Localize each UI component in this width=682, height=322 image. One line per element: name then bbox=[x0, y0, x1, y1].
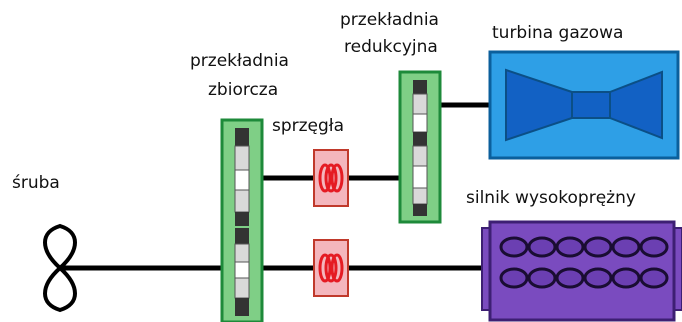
cylinders bbox=[499, 236, 669, 289]
clutch-upper-icon bbox=[313, 149, 349, 207]
combining-gear-upper bbox=[234, 128, 250, 226]
gas-turbine-icon bbox=[488, 50, 680, 160]
clutch-lower-icon bbox=[313, 239, 349, 297]
combining-gear-lower bbox=[234, 228, 250, 316]
diesel-engine-icon bbox=[481, 220, 682, 322]
propeller-label: śruba bbox=[12, 173, 60, 193]
clutches-label: sprzęgła bbox=[272, 116, 344, 136]
diesel-engine-label: silnik wysokoprężny bbox=[466, 188, 636, 208]
combining-gearbox-label-line2: zbiorcza bbox=[208, 80, 278, 100]
reduction-gearbox-label-line2: redukcyjna bbox=[344, 37, 438, 57]
reduction-gearbox bbox=[398, 70, 442, 224]
combining-gearbox bbox=[220, 118, 264, 322]
gas-turbine-label: turbina gazowa bbox=[492, 23, 623, 43]
reduction-gearbox-label-line1: przekładnia bbox=[340, 10, 439, 30]
combining-gearbox-label-line1: przekładnia bbox=[190, 51, 289, 71]
propeller-icon bbox=[43, 223, 77, 313]
